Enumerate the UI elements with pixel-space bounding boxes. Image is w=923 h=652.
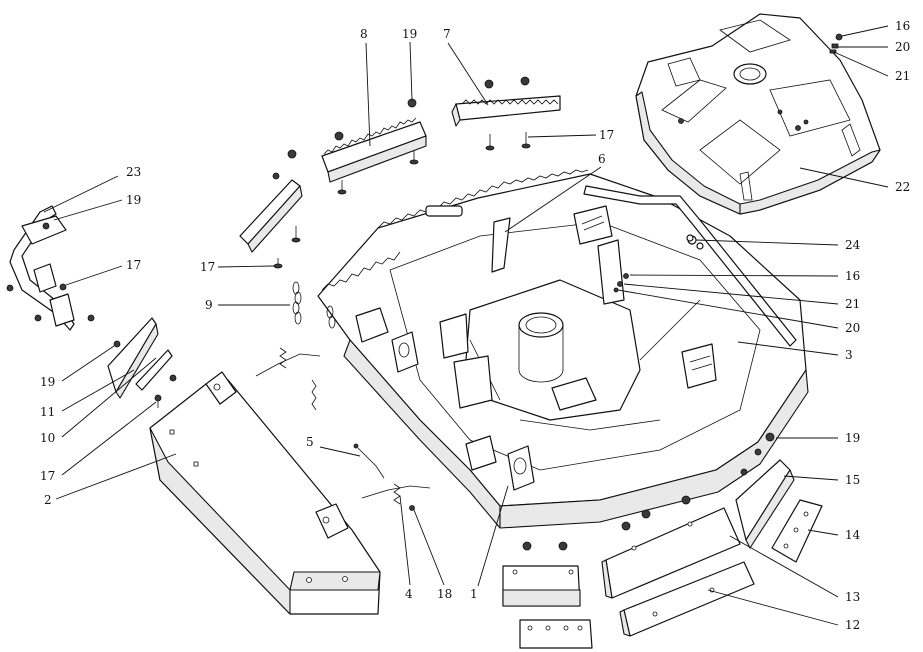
callout-19: 19 (126, 193, 141, 207)
callout-19: 19 (40, 375, 55, 389)
bottom-center-plates (502, 495, 691, 649)
callout-21: 21 (895, 69, 910, 83)
rack-plate-left (239, 149, 303, 269)
callout-13: 13 (845, 590, 860, 604)
part-23-handle (6, 205, 95, 331)
callout-10: 10 (40, 431, 55, 445)
callout-17: 17 (599, 128, 614, 142)
callout-14: 14 (845, 528, 861, 542)
callout-18: 18 (437, 587, 452, 601)
part-11-10-blades (107, 317, 177, 408)
callout-19: 19 (845, 431, 860, 445)
part-8-bracket (321, 98, 427, 195)
callout-19: 19 (402, 27, 417, 41)
callout-8: 8 (360, 27, 368, 41)
callout-labels: 23 19 17 19 11 10 17 2 17 9 8 19 7 17 6 … (40, 19, 910, 632)
callout-7: 7 (443, 27, 451, 41)
part-7-bracket (451, 76, 561, 151)
callout-1: 1 (470, 587, 478, 601)
callout-6: 6 (598, 152, 606, 166)
callout-12: 12 (845, 618, 860, 632)
callout-23: 23 (126, 165, 141, 179)
part-13-plate (601, 507, 741, 599)
callout-20: 20 (845, 321, 860, 335)
callout-2: 2 (44, 493, 52, 507)
callout-16: 16 (845, 269, 860, 283)
callout-22: 22 (895, 180, 910, 194)
springs (255, 347, 431, 511)
callout-16: 16 (895, 19, 910, 33)
callout-3: 3 (845, 348, 853, 362)
part-2-side-skirt (149, 371, 381, 615)
part-12-plate (619, 561, 755, 637)
callout-17: 17 (200, 260, 215, 274)
deck-brackets (355, 205, 717, 491)
callout-4: 4 (405, 587, 413, 601)
callout-21: 21 (845, 297, 860, 311)
callout-24: 24 (845, 238, 861, 252)
part-15-plate (735, 432, 795, 549)
part-14-plate (771, 499, 823, 563)
right-bracket-fasteners (613, 234, 694, 293)
leader-lines (43, 25, 889, 626)
callout-17: 17 (40, 469, 55, 483)
callout-17: 17 (126, 258, 141, 272)
part-1-deck (317, 169, 809, 529)
callout-9: 9 (205, 298, 213, 312)
callout-15: 15 (845, 473, 860, 487)
callout-20: 20 (895, 40, 910, 54)
cover-fasteners (829, 33, 843, 54)
callout-11: 11 (40, 405, 55, 419)
part-9-chain (292, 281, 336, 329)
callout-5: 5 (306, 435, 314, 449)
part-22-cover (635, 13, 881, 215)
